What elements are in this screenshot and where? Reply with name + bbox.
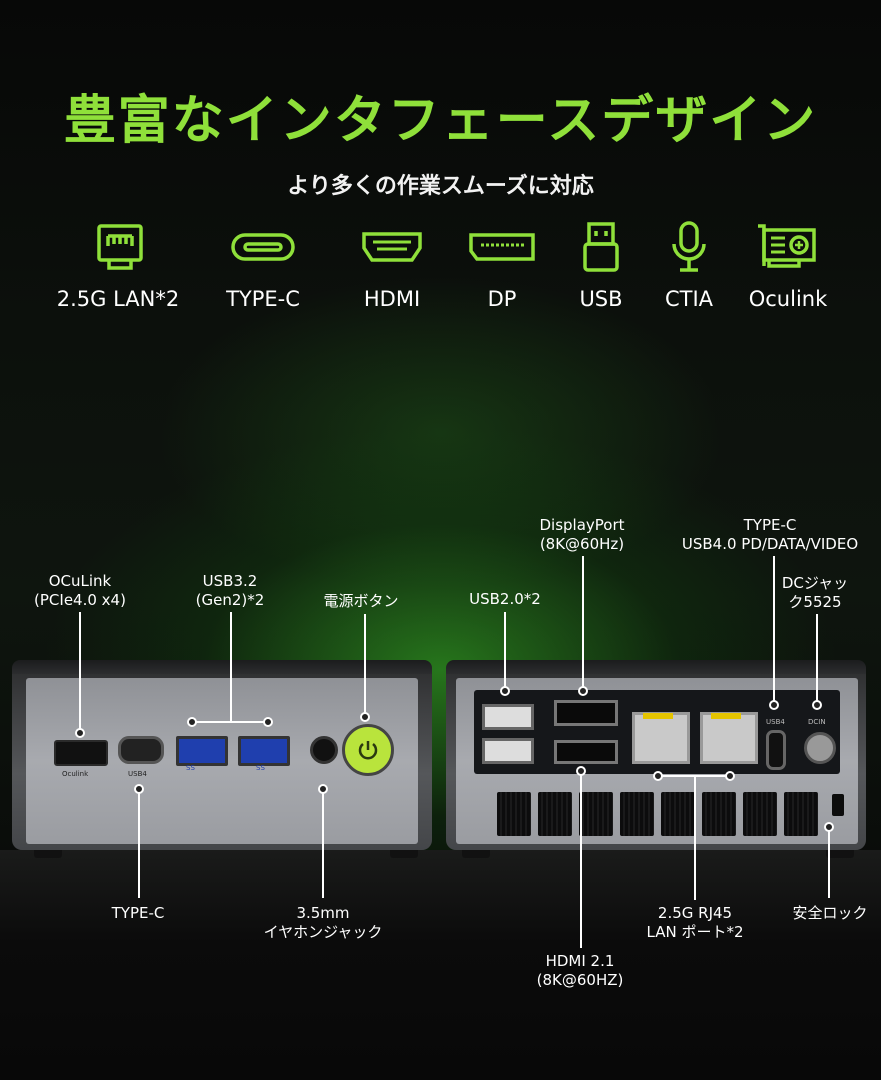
usb32-leader-bar <box>192 721 268 723</box>
usb-label: USB <box>579 287 623 311</box>
audio-leader <box>322 790 324 898</box>
floor-surface <box>0 850 881 1080</box>
lock-leader-dot <box>824 822 834 832</box>
lan-label: 2.5G LAN*2 <box>56 287 180 311</box>
lan-icon <box>90 220 150 274</box>
dp-icon <box>466 220 538 274</box>
typec-front-leader <box>138 790 140 898</box>
device-foot <box>34 850 62 858</box>
type-c-label: TYPE-C <box>226 287 300 311</box>
lan-leader-dot-2 <box>725 771 735 781</box>
audio-leader-dot <box>318 784 328 794</box>
lan-leader-dot-1 <box>653 771 663 781</box>
vent <box>661 792 695 836</box>
oculink-port-mark: Oculink <box>62 770 89 778</box>
oculink-leader-dot <box>75 728 85 738</box>
usb4-rear-mark: USB4 <box>766 718 785 726</box>
usb20-leader-dot <box>500 686 510 696</box>
usb4-rear-port <box>766 730 786 770</box>
audio-jack <box>310 736 338 764</box>
hdmi-port <box>554 740 618 764</box>
usb3-port-2 <box>238 736 290 766</box>
security-lock-slot <box>832 794 844 816</box>
power-button-callout: 電源ボタン <box>323 592 399 610</box>
usb20-port-2 <box>482 738 534 764</box>
device-foot <box>390 850 418 858</box>
oculink-card-icon <box>752 220 822 274</box>
usb32-leader <box>230 612 232 722</box>
vent <box>538 792 572 836</box>
displayport-leader-dot <box>578 686 588 696</box>
lan-leader <box>694 776 696 900</box>
usb3-port-1-mark: SS <box>186 764 195 772</box>
dc-leader-dot <box>812 700 822 710</box>
hdmi-leader-dot <box>576 766 586 776</box>
usb32-leader-dot-2 <box>263 717 273 727</box>
typec-rear-leader <box>773 556 775 704</box>
dp-label: DP <box>487 287 517 311</box>
dc-jack <box>804 732 836 764</box>
hdmi-callout: HDMI 2.1(8K@60HZ) <box>536 952 624 989</box>
ctia-label: CTIA <box>664 287 714 311</box>
displayport-port <box>554 700 618 726</box>
power-leader-dot <box>360 712 370 722</box>
vent <box>620 792 654 836</box>
hdmi-icon <box>360 220 424 274</box>
hdmi-leader <box>580 772 582 948</box>
vent <box>743 792 777 836</box>
usb32-leader-dot-1 <box>187 717 197 727</box>
vent <box>579 792 613 836</box>
displayport-callout: DisplayPort(8K@60Hz) <box>539 516 625 553</box>
power-button <box>342 724 394 776</box>
oculink-port <box>54 740 108 766</box>
displayport-leader <box>582 556 584 688</box>
usb32-callout: USB3.2(Gen2)*2 <box>195 572 265 609</box>
oculink-label: Oculink <box>748 287 828 311</box>
lan-port-2 <box>700 712 758 764</box>
vent <box>784 792 818 836</box>
usb4-front-port <box>118 736 164 764</box>
power-leader <box>364 614 366 714</box>
power-icon <box>358 741 378 760</box>
dc-jack-mark: DCIN <box>808 718 826 726</box>
page-subtitle: より多くの作業スムーズに対応 <box>287 174 594 199</box>
usb3-port-1 <box>176 736 228 766</box>
type-c-icon <box>228 220 298 274</box>
hdmi-label: HDMI <box>363 287 421 311</box>
vent <box>702 792 736 836</box>
typec-front-callout: TYPE-C <box>111 904 165 922</box>
security-lock-callout: 安全ロック <box>792 904 868 922</box>
page-title: 豊富なインタフェースデザイン <box>63 91 818 151</box>
oculink-callout: OCuLink(PCIe4.0 x4) <box>34 572 126 609</box>
oculink-leader <box>79 612 81 732</box>
microphone-icon <box>664 220 714 274</box>
usb20-port-1 <box>482 704 534 730</box>
usb3-port-2-mark: SS <box>256 764 265 772</box>
dc-jack-callout: DCジャック5525 <box>781 574 849 611</box>
lan-port-1 <box>632 712 690 764</box>
usb20-leader <box>504 612 506 688</box>
device-foot <box>826 850 854 858</box>
typec-front-leader-dot <box>134 784 144 794</box>
usb-icon <box>576 220 626 274</box>
lock-leader <box>828 828 830 898</box>
typec-rear-leader-dot <box>769 700 779 710</box>
dc-leader <box>816 614 818 704</box>
device-foot <box>462 850 490 858</box>
usb20-callout: USB2.0*2 <box>469 590 541 608</box>
vent <box>497 792 531 836</box>
usb4-front-mark: USB4 <box>128 770 147 778</box>
